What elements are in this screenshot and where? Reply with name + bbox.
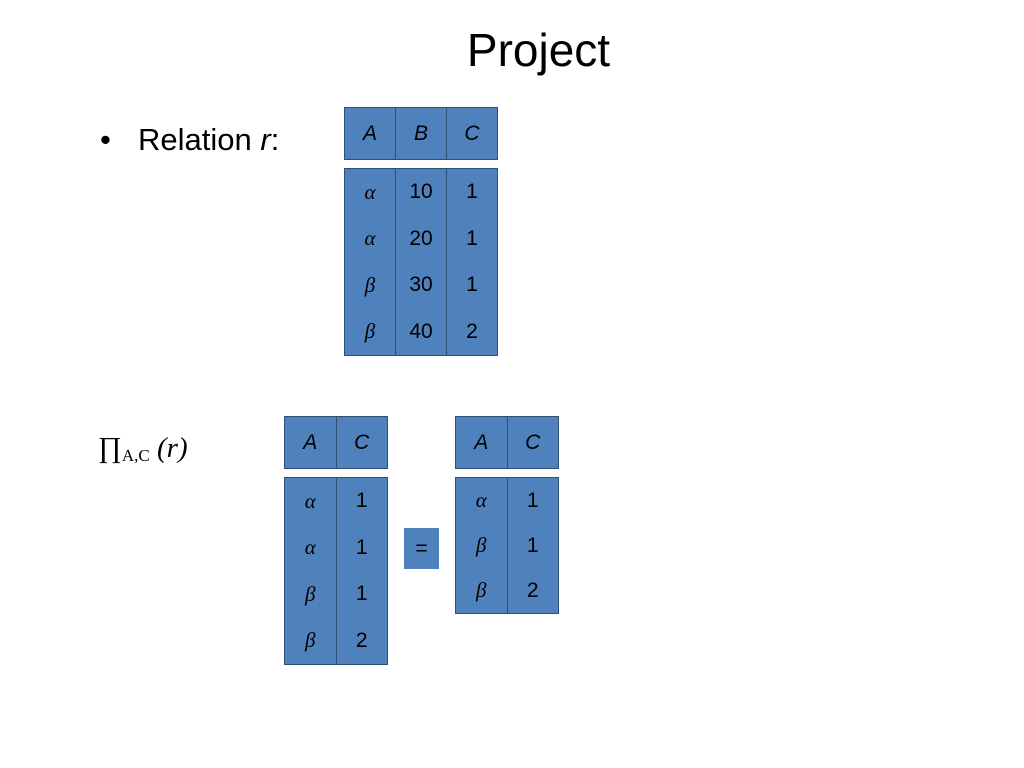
header-cell: C bbox=[354, 430, 370, 454]
table-cell: 1 bbox=[526, 533, 539, 557]
table-cell: α bbox=[475, 488, 487, 512]
table-cell: 1 bbox=[466, 180, 478, 204]
result-header: A C bbox=[455, 416, 559, 469]
header-cell: A bbox=[474, 430, 489, 454]
projected-body: α α β β 1 1 1 2 bbox=[284, 477, 388, 665]
result-body: α β β 1 1 2 bbox=[455, 477, 559, 614]
bullet-relation-r: • Relation r: bbox=[100, 120, 279, 160]
table-cell: 20 bbox=[409, 226, 433, 250]
projected-header: A C bbox=[284, 416, 388, 469]
projection-subscript: A,C bbox=[121, 446, 150, 465]
table-cell: 1 bbox=[466, 273, 478, 297]
relation-r-header: A B C bbox=[344, 107, 498, 160]
table-cell: β bbox=[476, 578, 487, 602]
table-cell: α bbox=[304, 488, 316, 513]
header-cell: A bbox=[303, 430, 318, 454]
equals-sign: = bbox=[404, 528, 439, 569]
slide-title: Project bbox=[466, 24, 611, 76]
header-cell: A bbox=[362, 121, 377, 145]
table-cell: 40 bbox=[409, 319, 433, 343]
projection-expression: ∏A,C (r) bbox=[98, 430, 188, 470]
table-cell: 2 bbox=[466, 319, 478, 343]
table-cell: 1 bbox=[466, 226, 478, 250]
table-cell: 1 bbox=[526, 488, 539, 512]
bullet-variable: r bbox=[260, 122, 271, 157]
table-cell: 10 bbox=[409, 180, 433, 204]
table-cell: β bbox=[364, 272, 376, 297]
bullet-text: Relation bbox=[138, 122, 261, 157]
table-cell: α bbox=[364, 226, 376, 251]
table-cell: α bbox=[304, 535, 316, 560]
bullet-colon: : bbox=[270, 122, 280, 157]
table-cell: β bbox=[305, 628, 316, 653]
table-cell: 1 bbox=[355, 582, 368, 606]
table-cell: α bbox=[364, 179, 376, 204]
table-cell: 1 bbox=[355, 535, 368, 559]
relation-r-body: α α β β 10 20 30 40 1 1 1 2 bbox=[344, 168, 498, 356]
table-cell: 30 bbox=[409, 273, 433, 297]
table-cell: β bbox=[476, 533, 487, 557]
header-cell: B bbox=[413, 121, 428, 145]
table-cell: β bbox=[305, 581, 316, 606]
header-cell: C bbox=[525, 430, 541, 454]
projection-argument: (r) bbox=[157, 432, 188, 464]
header-cell: C bbox=[464, 121, 480, 145]
table-cell: 2 bbox=[526, 578, 539, 602]
table-cell: 1 bbox=[355, 489, 368, 513]
table-cell: 2 bbox=[355, 628, 368, 652]
bullet-marker: • bbox=[100, 122, 111, 157]
projection-symbol: ∏ bbox=[98, 432, 122, 464]
table-cell: β bbox=[364, 319, 376, 344]
